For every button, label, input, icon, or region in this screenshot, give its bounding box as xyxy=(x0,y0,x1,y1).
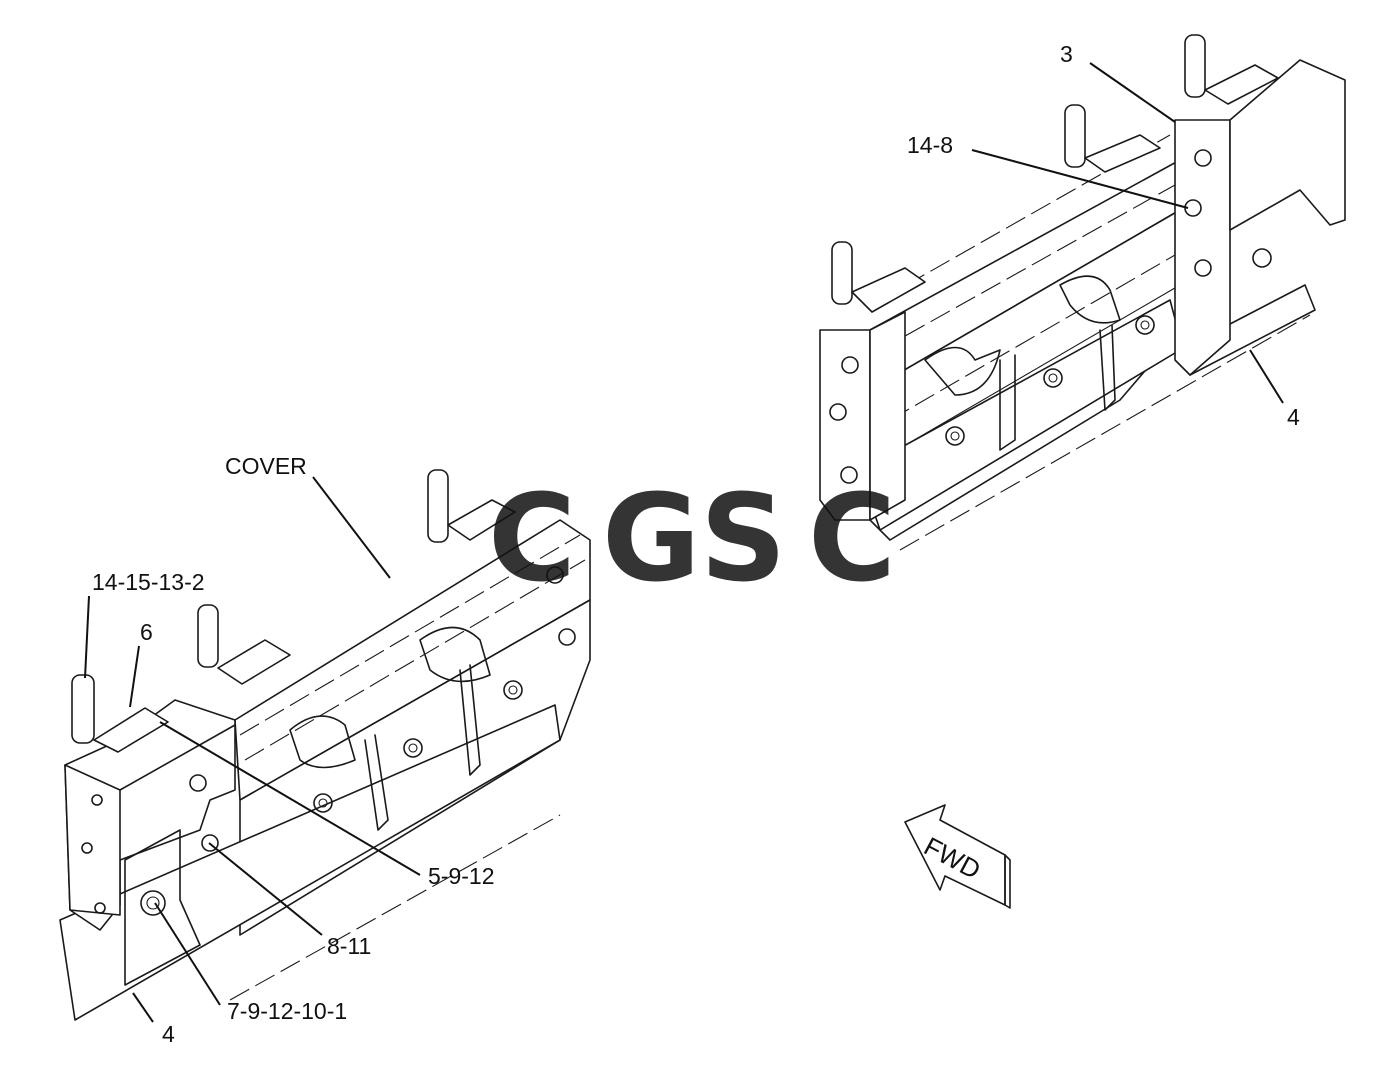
watermark-letter-s: S xyxy=(700,470,786,609)
watermark-letter-g: G xyxy=(602,470,701,609)
callout-4-left: 4 xyxy=(162,1021,175,1047)
callout-6: 6 xyxy=(140,619,153,645)
callout-labels: 3 14-8 4 COVER 14-15-13-2 6 5-9-12 8-11 … xyxy=(92,41,1300,1047)
watermark-letter-c2: C xyxy=(808,470,896,609)
callout-3: 3 xyxy=(1060,41,1073,67)
right-step-assembly xyxy=(819,34,1346,551)
left-step-assembly xyxy=(59,469,591,1021)
callout-7-9-12-10-1: 7-9-12-10-1 xyxy=(227,998,347,1024)
callout-4-right: 4 xyxy=(1287,404,1300,430)
watermark-letter-c1: C xyxy=(488,470,576,609)
fwd-arrow: FWD xyxy=(904,804,1011,909)
callout-8-11: 8-11 xyxy=(327,933,371,959)
callout-14-15-13-2: 14-15-13-2 xyxy=(92,569,205,595)
callout-14-8: 14-8 xyxy=(907,132,953,158)
callout-5-9-12: 5-9-12 xyxy=(428,863,494,889)
leader-lines xyxy=(84,62,1284,1023)
callout-cover: COVER xyxy=(225,453,307,479)
cgsc-watermark: C G S C xyxy=(488,470,896,609)
